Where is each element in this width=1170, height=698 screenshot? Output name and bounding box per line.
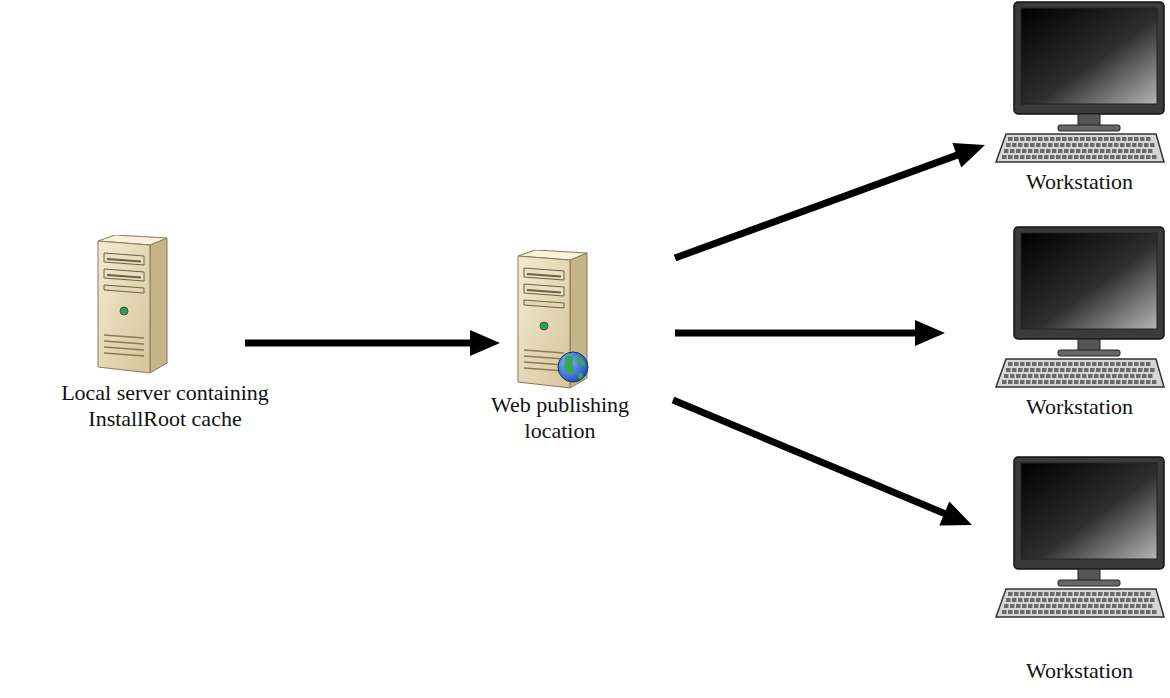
web-server: Web publishing location (470, 250, 650, 444)
server-icon (95, 235, 170, 375)
node-label: Workstation (992, 169, 1167, 195)
workstation: Workstation (992, 225, 1167, 420)
node-label: Local server containing InstallRoot cach… (40, 380, 290, 432)
arrow-shaft (673, 400, 948, 515)
node-label: Workstation (992, 658, 1167, 684)
arrow-head (915, 320, 945, 346)
arrow-connector (675, 320, 945, 346)
local-server: Local server containing InstallRoot cach… (40, 235, 290, 432)
workstation-icon (992, 455, 1167, 620)
workstation-icon (992, 0, 1167, 165)
node-label: Web publishing location (470, 392, 650, 444)
arrow-connector (675, 143, 985, 258)
server-icon (515, 250, 590, 390)
node-label: Workstation (992, 394, 1167, 420)
arrow-head (952, 143, 985, 167)
workstation-icon (992, 225, 1167, 390)
arrow-connector (245, 330, 500, 356)
arrow-connector (673, 400, 972, 525)
arrow-shaft (245, 340, 474, 347)
arrow-head (470, 330, 500, 356)
arrow-head (939, 501, 972, 525)
workstation: Workstation (992, 455, 1167, 684)
workstation: Workstation (992, 0, 1167, 195)
arrow-shaft (675, 154, 961, 258)
arrow-shaft (675, 330, 919, 337)
